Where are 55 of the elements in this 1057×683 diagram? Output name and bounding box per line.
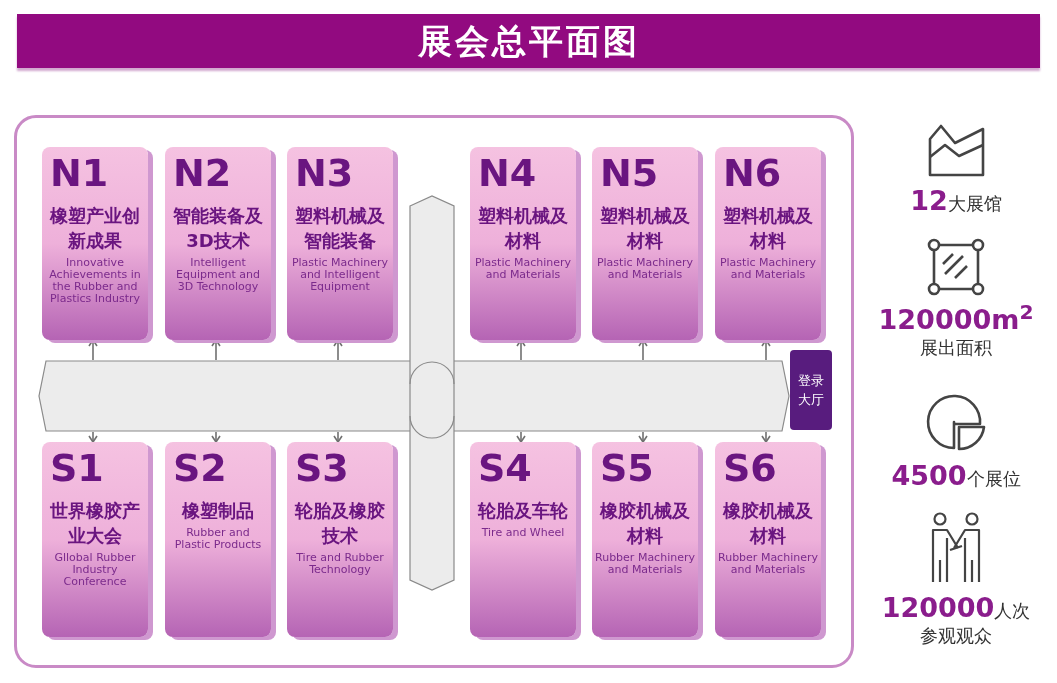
stat-label: 展出面积: [920, 336, 992, 360]
hall-name-english: Innovative Achievements in the Rubber and Plastics Industry: [48, 257, 142, 305]
hall-name-english: Plastic Machinery and Intelligent Equipment: [290, 257, 390, 293]
hall-number: S3: [294, 446, 349, 490]
hall-name: 智能装备及3D技术: [172, 204, 264, 253]
stat-number: 4500: [891, 460, 967, 492]
hall-name-english: Tire and Rubber Technology: [295, 552, 385, 576]
stat-label: 参观观众: [920, 624, 992, 648]
hall-name: 塑料机械及材料: [477, 204, 569, 253]
stat-label: 大展馆: [947, 192, 1002, 216]
arrow: [333, 431, 343, 443]
hall-name: 轮胎及橡胶技术: [293, 499, 386, 548]
hall-name: 塑料机械及材料: [599, 204, 691, 253]
stat-label: 人次: [994, 600, 1031, 623]
hall-name: 橡塑制品: [180, 499, 255, 523]
hall-name-english: Rubber Machinery and Materials: [717, 552, 819, 576]
hall-name-english: Rubber Machinery and Materials: [594, 552, 696, 576]
arrow: [211, 431, 221, 443]
arrow: [761, 431, 771, 443]
stat-number: 12: [910, 185, 948, 217]
hall-name: 塑料机械及智能装备: [294, 204, 386, 253]
hall-number: N1: [49, 151, 109, 195]
hall-name-english: Gllobal Rubber Industry Conference: [53, 552, 137, 588]
hall-number: S5: [599, 446, 654, 490]
title: 展会总平面图: [417, 19, 640, 63]
hall-name-english: Intelligent Equipment and 3D Technology: [175, 257, 261, 293]
hall-number: N4: [477, 151, 537, 195]
hall-name-english: Rubber and Plastic Products: [173, 527, 263, 551]
hall-number: N3: [294, 151, 354, 195]
hall-name: 轮胎及车轮: [476, 499, 569, 523]
hall-name-english: Plastic Machinery and Materials: [595, 257, 695, 281]
hall-name-english: Plastic Machinery and Materials: [718, 257, 818, 281]
corridor: [38, 360, 790, 432]
hall-number: S2: [172, 446, 227, 490]
stat-number: 120000: [881, 592, 995, 624]
lobby-label: 登录大厅: [797, 372, 825, 409]
hall-name: 橡胶机械及材料: [721, 499, 814, 548]
hall-name: 塑料机械及材料: [722, 204, 814, 253]
arrow: [516, 431, 526, 443]
arrow: [638, 431, 648, 443]
hall-number: N2: [172, 151, 232, 195]
stat-number: 120000m$^{2}$: [878, 304, 1034, 336]
stat-label: 个展位: [966, 468, 1021, 491]
hall-number: N6: [722, 151, 782, 195]
hall-number: S6: [722, 446, 777, 490]
lobby-box: [790, 350, 832, 430]
hall-number: S4: [477, 446, 532, 490]
hall-name: 世界橡胶产业大会: [49, 499, 141, 548]
hall-name: 橡胶机械及材料: [598, 499, 691, 548]
hall-name: 橡塑产业创新成果: [48, 204, 141, 253]
hall-name-english: Plastic Machinery and Materials: [473, 257, 573, 281]
hall-number: S1: [49, 446, 104, 490]
hall-number: N5: [599, 151, 659, 195]
hall-name-english: Tire and Wheel: [480, 527, 566, 539]
arrow: [88, 431, 98, 443]
